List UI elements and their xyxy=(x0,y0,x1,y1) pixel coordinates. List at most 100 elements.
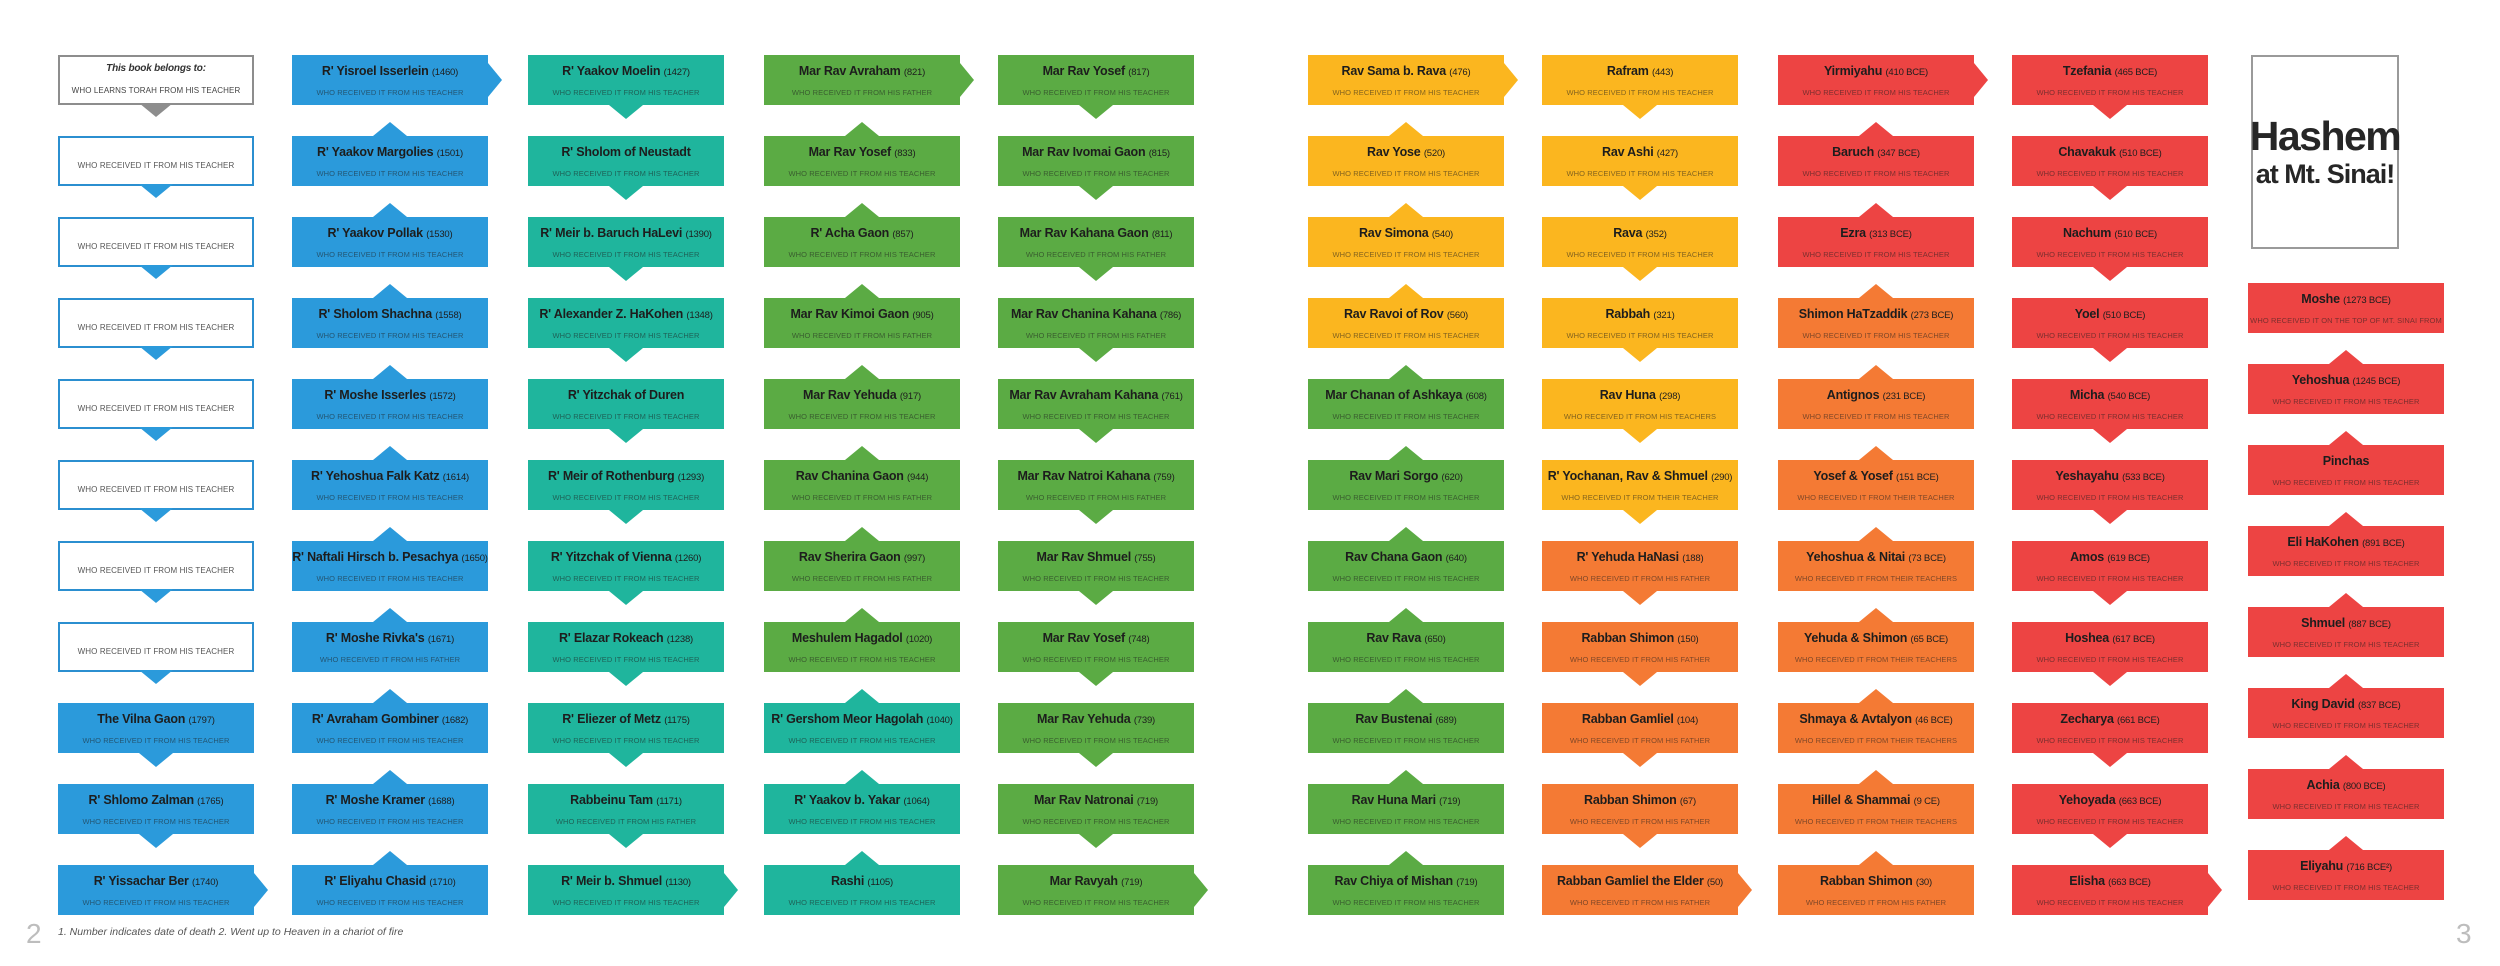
chain-card: R' Avraham Gombiner (1682)WHO RECEIVED I… xyxy=(292,689,488,753)
card-year: (540) xyxy=(1431,229,1454,240)
card-subtitle: WHO RECEIVED IT FROM HIS TEACHER xyxy=(552,574,700,583)
card-year: (321) xyxy=(1653,310,1675,321)
chain-card: Eliyahu (716 BCE²)WHO RECEIVED IT FROM H… xyxy=(2248,836,2444,900)
card-subtitle: WHO RECEIVED IT FROM HIS TEACHER xyxy=(316,250,464,259)
card-subtitle: WHO RECEIVED IT FROM HIS TEACHER xyxy=(316,331,464,340)
card-subtitle: WHO RECEIVED IT FROM HIS TEACHER xyxy=(1332,655,1480,664)
card-name: Rav Simona xyxy=(1358,226,1429,240)
card-year: (1460) xyxy=(431,67,459,78)
card-name: Elisha xyxy=(2069,874,2105,888)
chain-card: Achia (800 BCE)WHO RECEIVED IT FROM HIS … xyxy=(2248,755,2444,819)
card-subtitle: WHO RECEIVED IT FROM HIS TEACHER xyxy=(552,736,700,745)
card-name: Mar Rav Yosef xyxy=(1042,64,1126,78)
card-name: R' Sholom Shachna xyxy=(318,307,432,321)
card-name: R' Elazar Rokeach xyxy=(558,631,664,645)
card-year: (150) xyxy=(1677,634,1699,645)
card-title: Antignos (231 BCE) xyxy=(1778,388,1974,404)
card-year: (476) xyxy=(1449,67,1471,78)
card-subtitle: WHO RECEIVED IT FROM HIS TEACHER xyxy=(2272,721,2420,730)
card-name: Yirmiyahu xyxy=(1823,64,1883,78)
card-name: R' Yochanan, Rav & Shmuel xyxy=(1547,469,1708,483)
chain-card: WHO RECEIVED IT FROM HIS TEACHER xyxy=(58,379,254,441)
card-subtitle: WHO RECEIVED IT FROM HIS TEACHER xyxy=(77,566,235,575)
card-subtitle: WHO RECEIVED IT FROM HIS TEACHER xyxy=(1332,331,1480,340)
card-title: Rav Simona (540) xyxy=(1308,226,1504,242)
chain-card: WHO RECEIVED IT FROM HIS TEACHER xyxy=(58,541,254,603)
chain-card: R' Sholom of Neustadt WHO RECEIVED IT FR… xyxy=(528,136,724,200)
card-title: Rav Ashi (427) xyxy=(1542,145,1738,161)
card-name: Mar Chanan of Ashkaya xyxy=(1325,388,1463,402)
card-title: Shmaya & Avtalyon (46 BCE) xyxy=(1778,712,1974,728)
card-subtitle: WHO RECEIVED IT FROM HIS TEACHER xyxy=(2272,640,2420,649)
card-year: (73 BCE) xyxy=(1908,553,1946,564)
chain-card: R' Naftali Hirsch b. Pesachya (1650)WHO … xyxy=(292,527,488,591)
chain-card: Zecharya (661 BCE)WHO RECEIVED IT FROM H… xyxy=(2012,703,2208,767)
card-name: Tzefania xyxy=(2062,64,2112,78)
card-subtitle: WHO RECEIVED IT FROM HIS TEACHER xyxy=(1332,250,1480,259)
chain-card: R' Elazar Rokeach (1238)WHO RECEIVED IT … xyxy=(528,622,724,686)
card-year: (857) xyxy=(892,229,914,240)
card-year: (944) xyxy=(907,472,929,483)
card-year: (1175) xyxy=(664,715,690,726)
card-year: (1390) xyxy=(685,229,712,240)
card-name: Micha xyxy=(2069,388,2105,402)
chain-card: Chavakuk (510 BCE)WHO RECEIVED IT FROM H… xyxy=(2012,136,2208,200)
chain-card: Yoel (510 BCE)WHO RECEIVED IT FROM HIS T… xyxy=(2012,298,2208,362)
card-year: (661 BCE) xyxy=(2117,715,2160,726)
card-subtitle: WHO RECEIVED IT FROM HIS TEACHER xyxy=(552,493,700,502)
chain-card: R' Yaakov Pollak (1530)WHO RECEIVED IT F… xyxy=(292,203,488,267)
card-subtitle: WHO RECEIVED IT FROM HIS TEACHER xyxy=(2036,817,2184,826)
card-name: R' Yisroel Isserlein xyxy=(321,64,429,78)
chain-card: R' Yisroel Isserlein (1460)WHO RECEIVED … xyxy=(292,55,502,105)
card-year: (817) xyxy=(1128,67,1150,78)
chain-card: Baruch (347 BCE)WHO RECEIVED IT FROM HIS… xyxy=(1778,122,1974,186)
card-title: Rav Ravoi of Rov (560) xyxy=(1308,307,1504,323)
card-year: (352) xyxy=(1645,229,1667,240)
card-subtitle: WHO RECEIVED IT FROM HIS FATHER xyxy=(319,655,461,664)
card-subtitle: WHO RECEIVED IT FROM HIS TEACHER xyxy=(1022,817,1170,826)
card-name: Rav Chana Gaon xyxy=(1345,550,1443,564)
card-year: (739) xyxy=(1133,715,1155,726)
card-subtitle: WHO RECEIVED IT FROM HIS FATHER xyxy=(791,88,933,97)
card-year: (1572) xyxy=(429,391,456,402)
card-title: Zecharya (661 BCE) xyxy=(2012,712,2208,728)
card-title: R' Eliezer of Metz (1175) xyxy=(528,712,724,728)
card-name: Mar Rav Avraham Kahana xyxy=(1009,388,1159,402)
card-name: Yeshayahu xyxy=(2055,469,2119,483)
card-name: Mar Rav Natronai xyxy=(1033,793,1134,807)
card-title: Rav Bustenai (689) xyxy=(1308,712,1504,728)
card-title: R' Sholom Shachna (1558) xyxy=(292,307,488,323)
card-name: R' Sholom of Neustadt xyxy=(561,145,691,159)
card-title: Mar Rav Ivomai Gaon (815) xyxy=(998,145,1194,161)
chain-card: Mar Rav Avraham (821)WHO RECEIVED IT FRO… xyxy=(764,55,974,105)
card-name: Yehoshua & Nitai xyxy=(1806,550,1906,564)
chain-card: Yeshayahu (533 BCE)WHO RECEIVED IT FROM … xyxy=(2012,460,2208,524)
card-name: Rav Ravoi of Rov xyxy=(1343,307,1444,321)
card-title: Yoel (510 BCE) xyxy=(2012,307,2208,323)
card-subtitle: WHO RECEIVED IT FROM HIS TEACHER xyxy=(2036,898,2184,907)
card-subtitle: WHO RECEIVED IT FROM HIS TEACHER xyxy=(316,736,464,745)
card-subtitle: WHO RECEIVED IT FROM HIS FATHER xyxy=(1805,898,1947,907)
card-subtitle: WHO RECEIVED IT FROM HIS FATHER xyxy=(791,493,933,502)
card-year: (1348) xyxy=(686,310,713,321)
card-subtitle: WHO RECEIVED IT FROM HIS TEACHER xyxy=(788,412,936,421)
chain-card: Elisha (663 BCE)WHO RECEIVED IT FROM HIS… xyxy=(2012,865,2222,915)
card-title: R' Meir b. Shmuel (1130) xyxy=(528,874,724,890)
card-subtitle: WHO RECEIVED IT FROM HIS TEACHER xyxy=(316,898,464,907)
card-year: (1740) xyxy=(192,877,219,888)
card-year: (347 BCE) xyxy=(1877,148,1920,159)
card-name: Rav Sama b. Rava xyxy=(1341,64,1447,78)
card-subtitle: WHO RECEIVED IT FROM HIS FATHER xyxy=(791,331,933,340)
card-name: Rabbah xyxy=(1605,307,1651,321)
card-name: Shimon HaTzaddik xyxy=(1798,307,1908,321)
card-year: (891 BCE) xyxy=(2362,538,2405,549)
card-title: Mar Rav Natroi Kahana (759) xyxy=(998,469,1194,485)
card-subtitle: WHO RECEIVED IT FROM HIS TEACHER xyxy=(552,331,700,340)
card-year: (1688) xyxy=(428,796,455,807)
card-title: Eli HaKohen (891 BCE) xyxy=(2248,535,2444,551)
card-subtitle: WHO RECEIVED IT FROM HIS TEACHER xyxy=(2272,397,2420,406)
card-name: Rabban Gamliel the Elder xyxy=(1556,874,1704,888)
card-title: R' Yehoshua Falk Katz (1614) xyxy=(292,469,488,485)
card-title: Yirmiyahu (410 BCE) xyxy=(1778,64,1974,80)
chain-card: R' Meir b. Shmuel (1130)WHO RECEIVED IT … xyxy=(528,865,738,915)
